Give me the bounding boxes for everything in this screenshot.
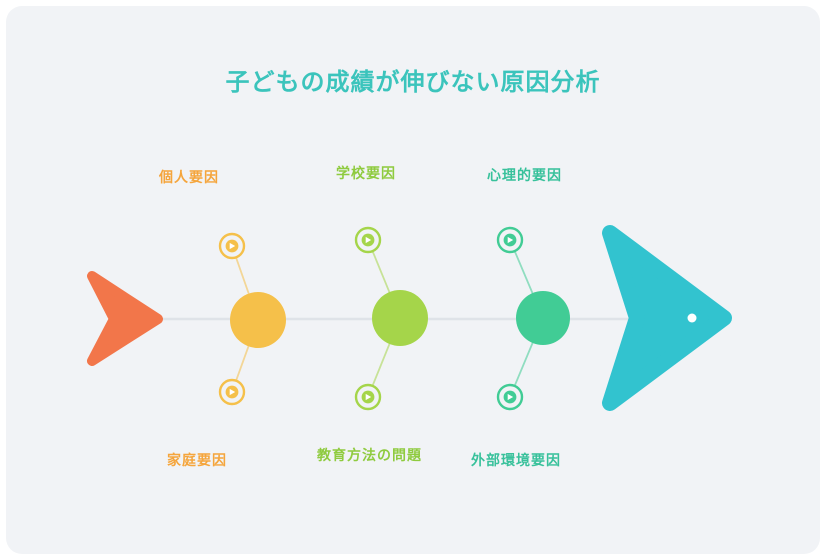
cause-node-psychological xyxy=(516,291,570,345)
satellite-node-psychological-bottom xyxy=(496,383,524,411)
label-personal-top: 個人要因 xyxy=(159,169,219,185)
satellite-node-psychological-top xyxy=(496,226,524,254)
fish-tail xyxy=(87,271,163,366)
arrow-right-icon xyxy=(507,236,514,244)
satellite-node-school-top xyxy=(354,226,382,254)
label-school-top: 学校要因 xyxy=(336,165,396,181)
cause-node-school xyxy=(372,290,428,346)
arrow-right-icon xyxy=(229,242,236,250)
label-personal-bottom: 家庭要因 xyxy=(167,452,227,468)
arrow-right-icon xyxy=(365,236,372,244)
diagram-title: 子どもの成績が伸びない原因分析 xyxy=(225,69,601,96)
cause-node-personal xyxy=(230,292,286,348)
label-school-bottom: 教育方法の問題 xyxy=(317,447,422,463)
label-psychological-top: 心理的要因 xyxy=(487,167,562,183)
satellite-node-personal-top xyxy=(218,232,246,260)
arrow-right-icon xyxy=(229,388,236,396)
fish-eye xyxy=(687,313,697,323)
label-psychological-bottom: 外部環境要因 xyxy=(471,452,561,468)
satellite-node-personal-bottom xyxy=(218,378,246,406)
arrow-right-icon xyxy=(365,393,372,401)
satellite-node-school-bottom xyxy=(354,383,382,411)
fish-head xyxy=(602,225,732,411)
arrow-right-icon xyxy=(507,393,514,401)
